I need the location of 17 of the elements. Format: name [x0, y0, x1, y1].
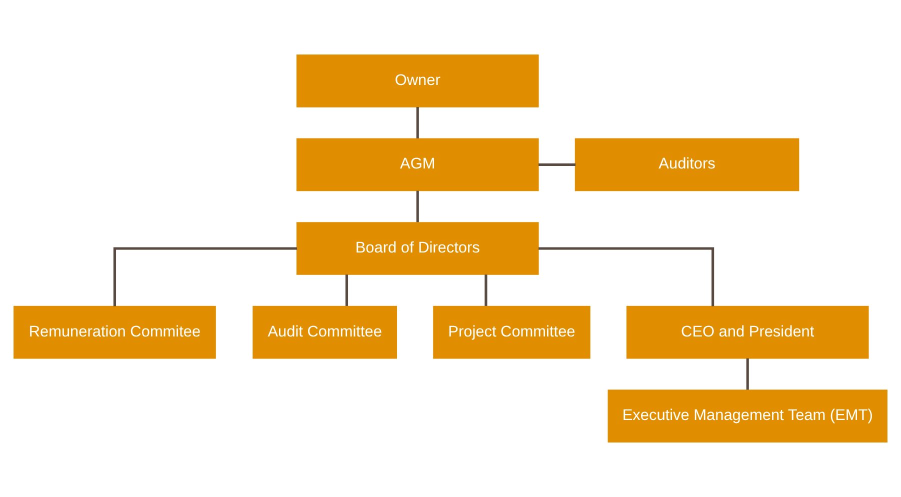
connector — [345, 274, 348, 306]
connector — [416, 106, 419, 138]
connector — [538, 163, 576, 166]
connector — [538, 247, 714, 306]
node-box: Owner — [296, 54, 539, 108]
node-box: Remuneration Commitee — [14, 306, 216, 359]
node-box: Auditors — [574, 138, 800, 192]
connector — [746, 358, 749, 390]
connector — [416, 190, 419, 222]
node-box: Audit Committee — [252, 306, 397, 359]
node-box: CEO and President — [626, 306, 869, 359]
connector — [113, 247, 298, 306]
connector — [484, 274, 488, 306]
node-box: Project Committee — [433, 306, 590, 359]
node-box: AGM — [296, 138, 539, 192]
node-box: Board of Directors — [296, 222, 539, 275]
node-box: Executive Management Team (EMT) — [608, 390, 888, 442]
